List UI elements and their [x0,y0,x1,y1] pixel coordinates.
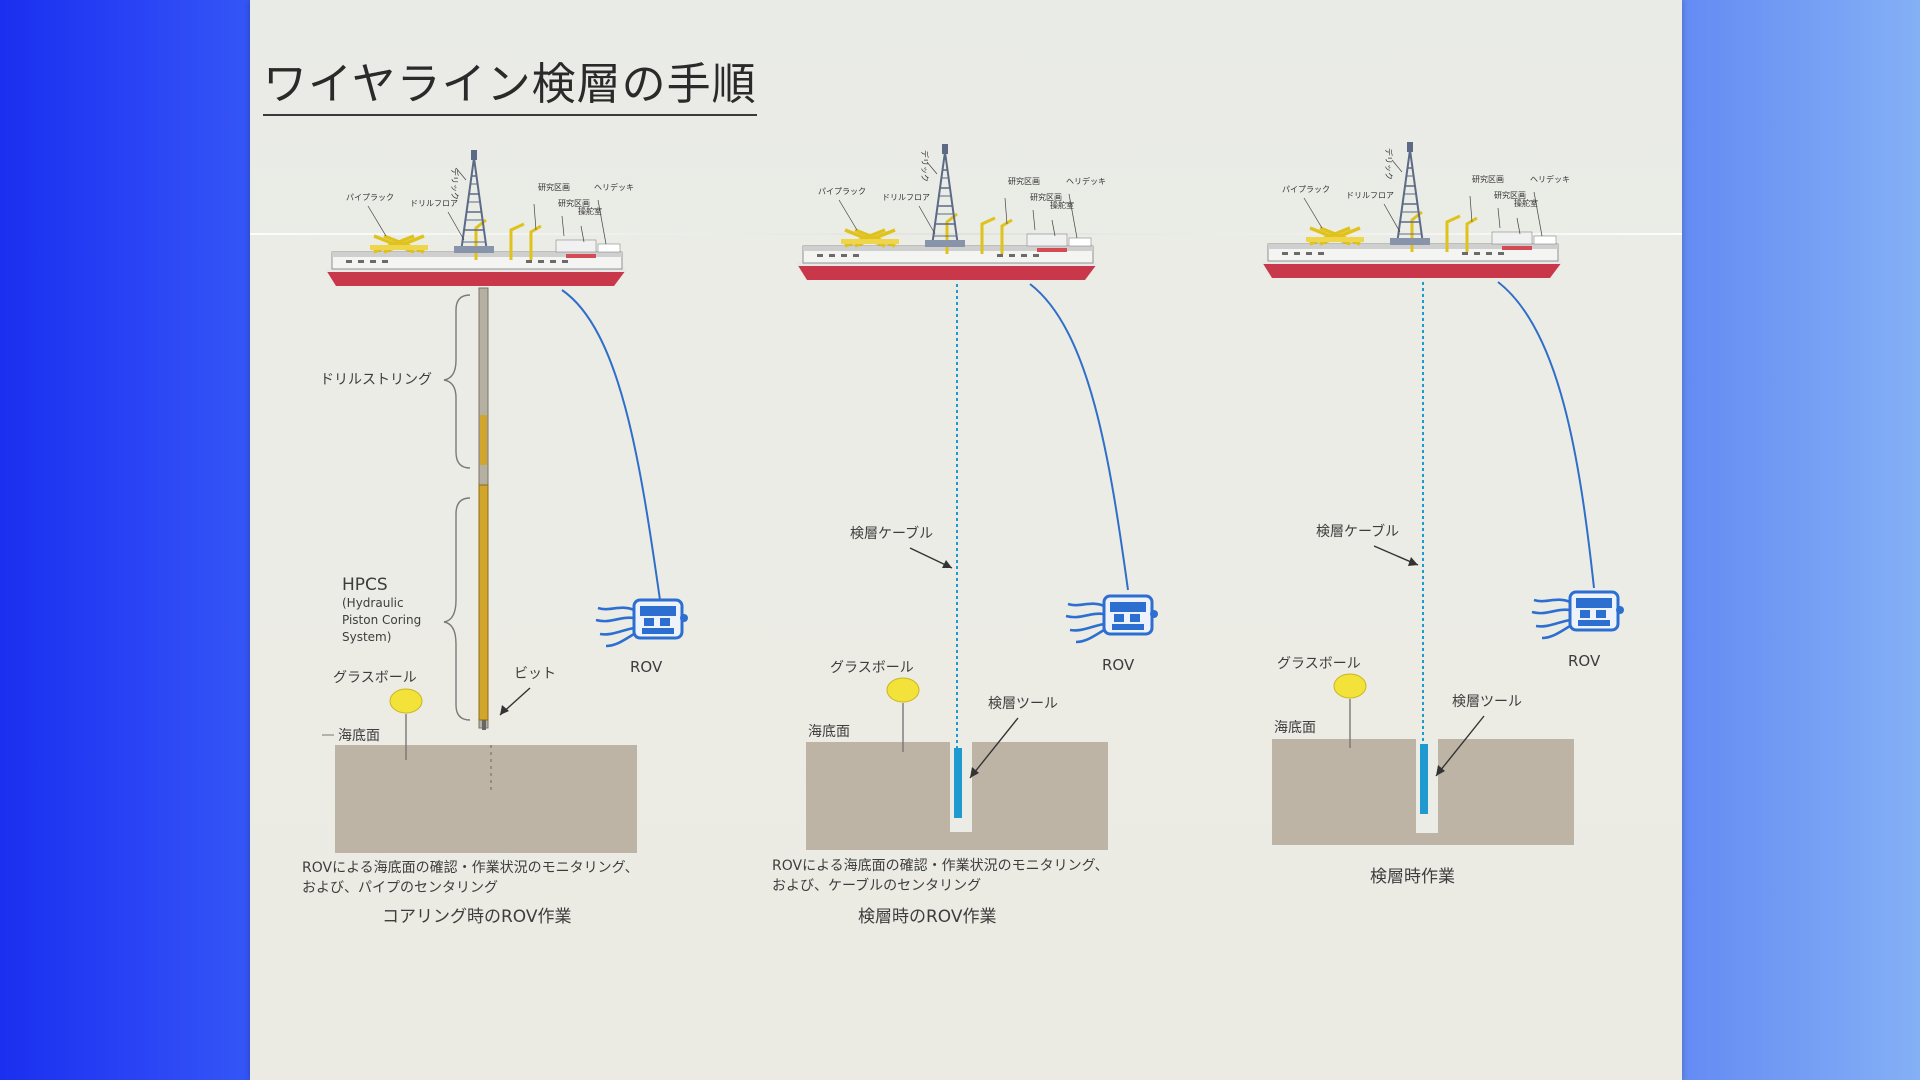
panel-3-caption: 検層時作業 [1370,867,1455,887]
rov-cable-3 [1497,281,1595,589]
label-hpcs-desc-2: Piston Coring [342,613,421,627]
drill-bit [482,720,486,730]
label-lab-3a: 研究区画 [1472,174,1504,184]
label-seafloor-2: 海底面 [808,724,850,740]
panel-2-desc-line-1: ROVによる海底面の確認・作業状況のモニタリング、 [772,858,1109,874]
panel-2-desc-line-2: および、ケーブルのセンタリング [772,877,981,894]
label-hpcs: HPCS [342,575,388,595]
glass-ball-2 [886,677,920,703]
label-lab-1: 研究区画 [538,182,570,192]
drilling-ship-3 [1260,140,1564,280]
label-drill-floor-3: ドリルフロア [1346,191,1394,200]
label-cable-3: 検層ケーブル [1316,523,1399,540]
label-tool-2: 検層ツール [988,696,1058,712]
document-page [250,0,1682,1080]
label-seafloor-3: 海底面 [1274,720,1316,736]
label-helideck-3: ヘリデッキ [1530,174,1570,184]
panel-2-caption: 検層時のROV作業 [858,907,997,927]
drill-collar [480,415,487,465]
seabed-block [335,745,637,853]
hpcs-tool [478,484,489,721]
hpcs-brace [443,497,471,721]
label-derrick-3: デリック [1384,148,1394,180]
drilling-ship-1 [324,148,628,288]
label-derrick-2: デリック [920,150,930,182]
drill-string-brace [443,294,471,469]
label-pipe-rack-3: パイプラック [1282,185,1330,194]
label-drill-floor-2: ドリルフロア [882,193,930,202]
label-glass-ball-3: グラスボール [1277,656,1361,672]
label-lab-2b: 研究区画 [1030,192,1062,202]
label-hpcs-desc-1: (Hydraulic [342,596,404,610]
label-glass-ball-1: グラスボール [333,670,417,686]
tool-arrowhead-3 [1436,765,1445,776]
panel-1-desc-line-1: ROVによる海底面の確認・作業状況のモニタリング、 [302,860,639,876]
panel-1-desc-line-2: および、パイプのセンタリング [302,880,498,896]
page-title: ワイヤライン検層の手順 [263,48,757,116]
label-lab-2: 研究区画 [558,198,590,208]
label-tool-3: 検層ツール [1452,694,1522,710]
label-bridge-2: 操舵室 [1050,200,1074,210]
rov-cable-2 [1029,283,1129,591]
label-helideck-2: ヘリデッキ [1066,176,1106,186]
logging-tool-2 [954,748,962,818]
panel-logging: パイプラック ドリルフロア デリック 研究区画 研究区画 ヘリデッキ 操舵室 検… [1260,140,1626,887]
label-bit: ビット [514,666,556,682]
label-lab-3b: 研究区画 [1494,190,1526,200]
label-lab-2a: 研究区画 [1008,176,1040,186]
glass-ball-3 [1333,673,1367,699]
logging-tool-3 [1420,744,1428,814]
label-rov-3: ROV [1568,652,1601,670]
label-rov-2: ROV [1102,656,1135,674]
label-pipe-rack: パイプラック [346,193,394,202]
rov-vehicle-1 [594,598,690,648]
label-drill-string: ドリルストリング [320,372,432,388]
drilling-ship-2 [795,142,1099,282]
label-bridge-3: 操舵室 [1514,198,1538,208]
label-bridge: 操舵室 [578,206,602,216]
rov-cable-1 [561,289,661,601]
rov-vehicle-3 [1530,590,1626,640]
rov-vehicle-2 [1064,594,1160,644]
glass-ball-1 [389,688,423,714]
panel-1-caption: コアリング時のROV作業 [382,907,572,927]
cable-arrowhead-2 [942,560,952,568]
label-helideck: ヘリデッキ [594,182,634,192]
tool-arrowhead-2 [970,767,979,778]
cable-arrowhead-3 [1408,557,1418,566]
label-pipe-rack-2: パイプラック [818,187,866,196]
bit-arrowhead [500,705,509,715]
tool-arrow-3 [1435,715,1485,777]
label-glass-ball-2: グラスボール [830,660,914,676]
label-drill-floor: ドリルフロア [410,199,458,208]
label-rov-1: ROV [630,658,663,676]
tool-arrow-2 [969,717,1019,779]
label-hpcs-desc-3: System) [342,630,391,644]
label-derrick: デリック [450,168,460,200]
label-seafloor-1: 海底面 [338,728,380,744]
panel-coring: パイプラック ドリルフロア デリック 研究区画 研究区画 ヘリデッキ 操舵室 ド… [302,148,690,927]
panel-logging-rov: パイプラック ドリルフロア デリック 研究区画 研究区画 ヘリデッキ 操舵室 検… [772,142,1160,927]
label-cable-2: 検層ケーブル [850,525,933,542]
